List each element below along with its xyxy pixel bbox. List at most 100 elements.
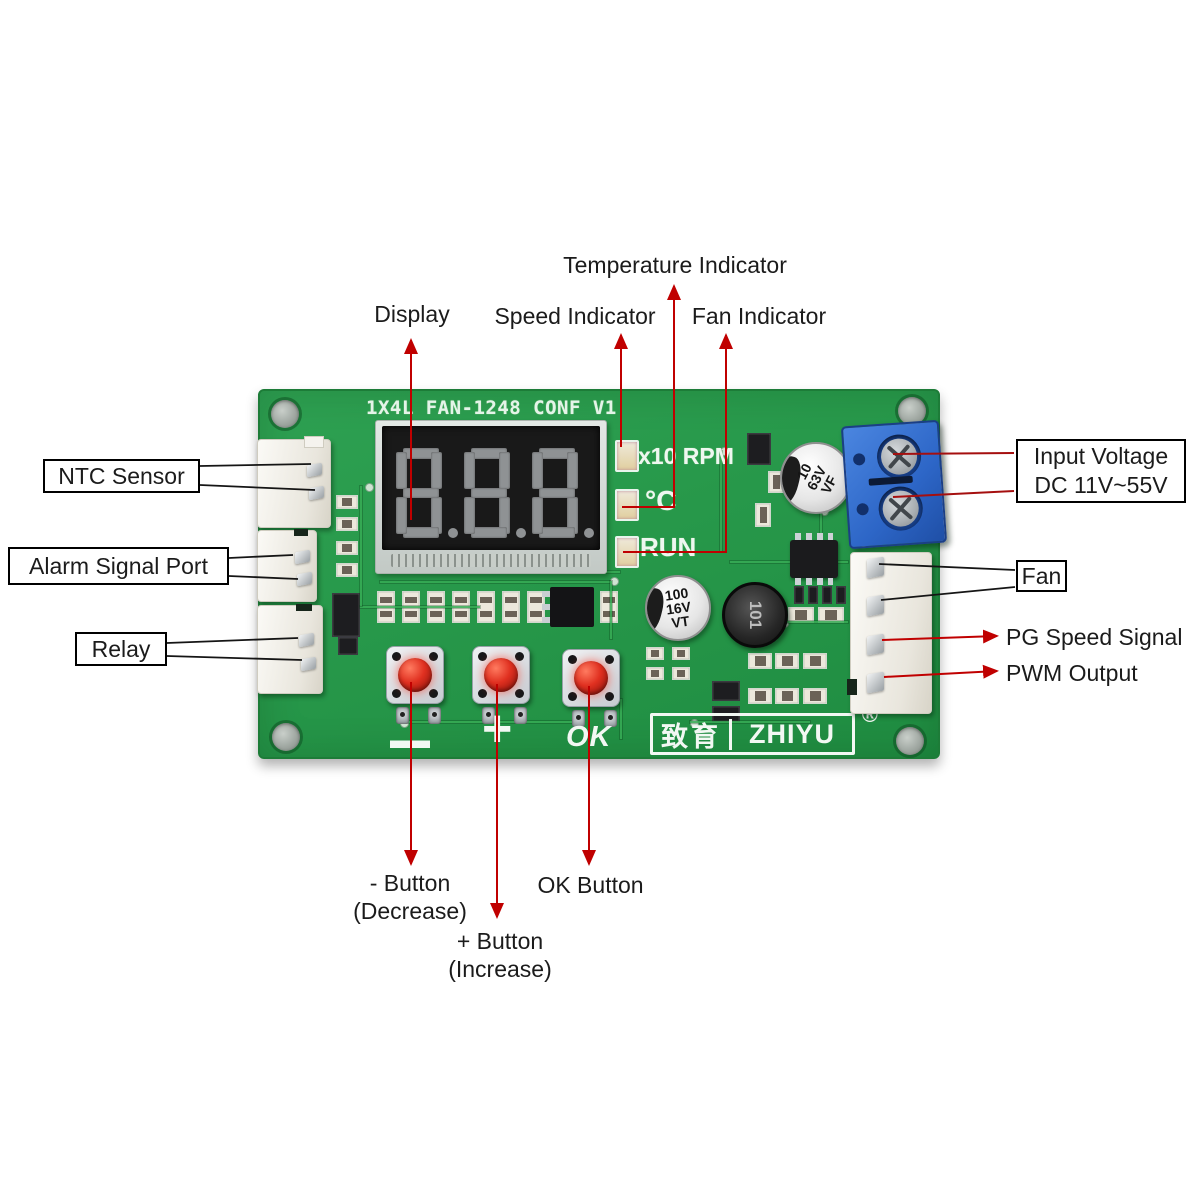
alarm-signal-connector bbox=[257, 529, 317, 602]
solder-pin bbox=[514, 707, 527, 724]
minus-button-cap bbox=[398, 658, 432, 692]
input-capacitor: 10 63V VF bbox=[780, 442, 852, 514]
solder-pin bbox=[572, 710, 585, 727]
smd-component bbox=[332, 593, 360, 637]
terminal-well bbox=[875, 433, 923, 481]
plus-button-cap bbox=[484, 658, 518, 692]
connector-tab bbox=[304, 436, 324, 448]
input-capacitor-marking: 10 63V VF bbox=[792, 460, 840, 497]
input-voltage-line1: Input Voltage bbox=[1033, 443, 1169, 469]
seven-segment-digit bbox=[396, 448, 458, 538]
smd-component bbox=[794, 586, 804, 604]
terminal-slot bbox=[868, 475, 913, 486]
terminal-screw bbox=[879, 437, 919, 476]
seven-segment-digit bbox=[464, 448, 526, 538]
connector-pin bbox=[295, 549, 310, 565]
solder-pin bbox=[604, 710, 617, 727]
seven-segment-display bbox=[375, 420, 607, 574]
connector-pin bbox=[307, 462, 322, 478]
connector-key bbox=[847, 679, 857, 695]
silkscreen-title: 1X4L FAN-1248 CONF V1 bbox=[366, 397, 617, 419]
pcb-trace bbox=[360, 486, 362, 606]
display-label-strip bbox=[391, 554, 591, 567]
plus-button[interactable] bbox=[472, 646, 530, 704]
smd-component bbox=[646, 667, 664, 680]
silkscreen-minus: — bbox=[390, 698, 430, 782]
minus-button[interactable] bbox=[386, 646, 444, 704]
smd-component bbox=[672, 647, 690, 660]
button-pin bbox=[429, 652, 438, 661]
button-pin bbox=[605, 692, 614, 701]
connector-pin bbox=[299, 632, 314, 648]
connector-key bbox=[296, 604, 312, 611]
fan-indicator-label: Fan Indicator bbox=[691, 303, 827, 329]
smd-component bbox=[788, 607, 814, 623]
pcb-via bbox=[365, 483, 374, 492]
smd-component bbox=[338, 637, 358, 655]
smd-component bbox=[336, 563, 358, 577]
pg-speed-signal-label: PG Speed Signal bbox=[1006, 624, 1183, 650]
input-voltage-line2: DC 11V~55V bbox=[1034, 472, 1168, 498]
plus-button-label: + Button (Increase) bbox=[430, 927, 570, 983]
button-pin bbox=[392, 689, 401, 698]
smd-component bbox=[477, 591, 495, 623]
silkscreen-celsius: °C bbox=[645, 485, 677, 516]
smd-component bbox=[502, 591, 520, 623]
button-pin bbox=[429, 689, 438, 698]
smd-component bbox=[775, 653, 799, 669]
button-pin bbox=[478, 652, 487, 661]
smd-component bbox=[803, 653, 827, 669]
temperature-indicator-label: Temperature Indicator bbox=[563, 252, 787, 278]
terminal-hole bbox=[856, 502, 870, 516]
display-digits bbox=[382, 426, 600, 550]
mounting-hole bbox=[272, 723, 300, 751]
ntc-sensor-label: NTC Sensor bbox=[43, 459, 200, 493]
solder-pin bbox=[428, 707, 441, 724]
mounting-hole bbox=[271, 400, 299, 428]
pcb-trace bbox=[730, 561, 848, 563]
ok-button-label: OK Button bbox=[537, 872, 644, 898]
pcb-trace bbox=[620, 699, 622, 739]
silkscreen-plus: + bbox=[482, 700, 513, 758]
connector-pin bbox=[309, 485, 324, 501]
button-pin bbox=[515, 652, 524, 661]
plus-button-line1: + Button bbox=[456, 928, 544, 954]
fan-pin-1 bbox=[867, 556, 884, 579]
plus-button-line2: (Increase) bbox=[448, 956, 552, 982]
display-label: Display bbox=[374, 301, 450, 327]
fan-label: Fan bbox=[1016, 560, 1067, 592]
button-pin bbox=[568, 655, 577, 664]
smd-component bbox=[755, 503, 771, 527]
output-capacitor: 100 16V VT bbox=[645, 575, 711, 641]
button-pin bbox=[605, 655, 614, 664]
temperature-led bbox=[615, 489, 639, 521]
minus-button-label: - Button (Decrease) bbox=[340, 869, 480, 925]
silkscreen-run: RUN bbox=[640, 532, 697, 562]
speed-indicator-label: Speed Indicator bbox=[494, 303, 656, 329]
smd-component bbox=[808, 586, 818, 604]
output-capacitor-marking: 100 16V VT bbox=[663, 584, 692, 632]
terminal-hole bbox=[852, 452, 866, 466]
power-terminal-block bbox=[840, 419, 948, 550]
button-pin bbox=[568, 692, 577, 701]
pcb-board: 1X4L FAN-1248 CONF V1 x10 RPM °C RUN 10 … bbox=[257, 389, 948, 782]
alarm-signal-port-label: Alarm Signal Port bbox=[8, 547, 229, 585]
pcb-trace bbox=[380, 581, 610, 583]
fan-pin-4 bbox=[867, 671, 884, 694]
connector-pin bbox=[301, 656, 316, 672]
smd-component bbox=[836, 586, 846, 604]
pcb-trace bbox=[360, 606, 480, 608]
smd-component bbox=[747, 433, 771, 465]
smd-component bbox=[748, 653, 772, 669]
smd-component bbox=[748, 688, 772, 704]
ntc-sensor-connector bbox=[257, 436, 331, 528]
button-pin bbox=[478, 689, 487, 698]
input-voltage-label: Input Voltage DC 11V~55V bbox=[1016, 439, 1186, 503]
ok-button[interactable] bbox=[562, 649, 620, 707]
silkscreen-ok: OK bbox=[566, 721, 612, 753]
terminal-screw bbox=[881, 489, 920, 528]
terminal-well bbox=[877, 485, 925, 533]
driver-ic bbox=[790, 533, 838, 585]
connector-key bbox=[294, 529, 308, 536]
